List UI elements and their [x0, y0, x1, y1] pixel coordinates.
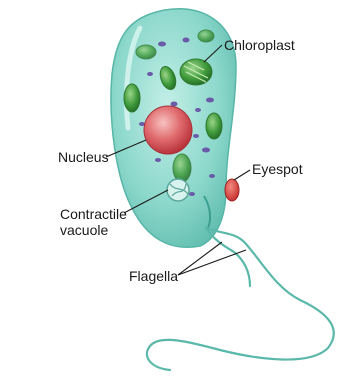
label-eyespot: Eyespot: [252, 161, 303, 177]
label-contractile-line1: Contractile: [60, 206, 127, 222]
contractile-vacuole: [167, 179, 189, 201]
label-nucleus: Nucleus: [58, 149, 109, 165]
nucleus: [144, 106, 192, 154]
label-chloroplast: Chloroplast: [224, 37, 295, 53]
label-contractile-line2: vacuole: [60, 222, 127, 238]
label-contractile-vacuole: Contractile vacuole: [60, 206, 127, 238]
flagella: [147, 228, 334, 370]
label-flagella: Flagella: [129, 268, 178, 284]
eyespot: [225, 179, 239, 201]
